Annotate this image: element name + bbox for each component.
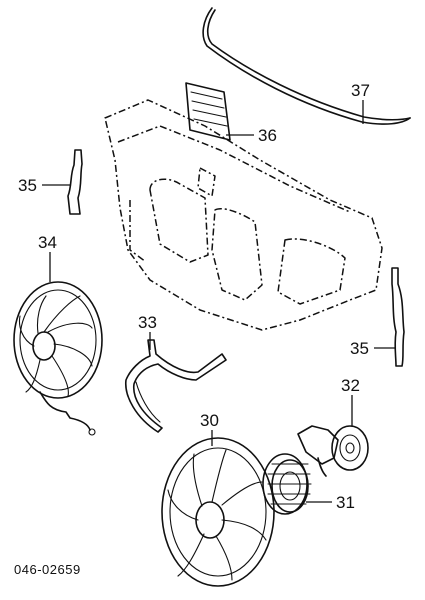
document-number: 046-02659 [14,562,81,577]
callout-33: 33 [138,313,157,332]
callout-30: 30 [200,411,219,430]
fan-drive-part [297,425,369,477]
callout-31: 31 [336,493,355,512]
right-bracket-part [391,267,405,367]
mounting-strap-part [125,339,227,433]
electric-fan-part [13,281,103,436]
clutch-pulley-part [262,453,312,515]
callout-37: 37 [351,81,370,100]
fan-wheel-part [161,437,275,587]
seal-strip-part [202,7,411,125]
callout-32: 32 [341,376,360,395]
left-bracket-part [67,149,83,215]
front-carrier-assembly [104,99,383,331]
air-guide-grille-part [185,82,231,141]
callout-35-left: 35 [18,176,37,195]
callout-35-right: 35 [350,339,369,358]
callout-36: 36 [258,126,277,145]
callout-34: 34 [38,233,57,252]
